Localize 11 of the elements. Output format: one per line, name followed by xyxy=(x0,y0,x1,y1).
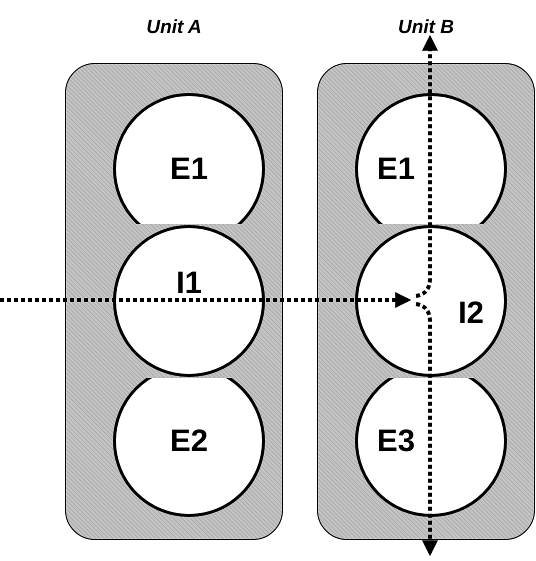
unit-heading: Unit A xyxy=(145,17,203,39)
element-label: I1 xyxy=(176,265,202,301)
unit-heading: Unit B xyxy=(397,17,455,39)
element-label: E1 xyxy=(377,151,415,187)
element-label: E1 xyxy=(170,151,208,187)
element-label: E2 xyxy=(170,423,208,459)
dotted-arrow xyxy=(416,34,438,298)
element-label: E3 xyxy=(377,423,415,459)
dotted-arrow xyxy=(0,292,412,308)
element-label: I2 xyxy=(458,295,484,331)
dotted-arrow xyxy=(416,302,438,556)
